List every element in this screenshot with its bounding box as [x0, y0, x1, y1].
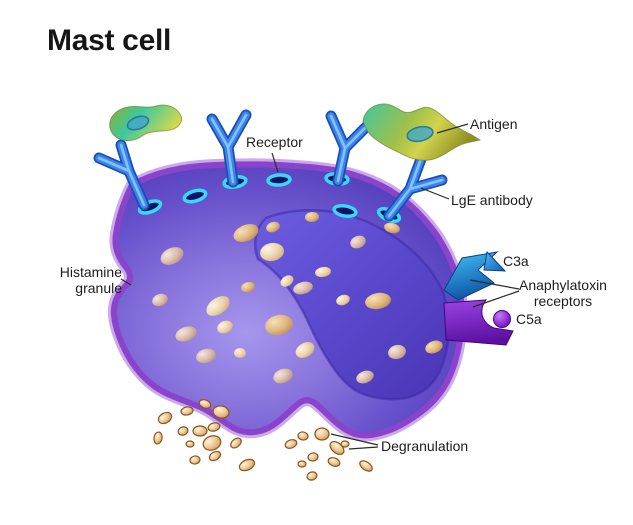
released-granule: [359, 460, 373, 472]
anaphylatoxin-label-line2: receptors: [533, 293, 593, 309]
antigen-free: [109, 104, 183, 142]
released-granule: [314, 427, 330, 441]
antigen-nucleus: [126, 115, 150, 131]
histamine-granule: [196, 348, 216, 364]
membrane-receptor: [266, 173, 292, 187]
antigens-group: [109, 103, 482, 161]
histamine-granule: [241, 281, 255, 293]
histamine-granule: [175, 326, 197, 342]
released-granule: [189, 455, 201, 465]
antigen-bound: [362, 103, 482, 161]
histamine-granule: [217, 320, 233, 334]
antigen-nucleus: [406, 125, 434, 143]
released-granule: [153, 431, 163, 445]
anaphylatoxin-receptors-group: [443, 250, 514, 346]
histamine-granule: [233, 224, 259, 242]
histamine-granule: [273, 368, 293, 384]
ige-antibody: [383, 153, 448, 222]
antigen-leader-line: [436, 123, 469, 134]
released-granule: [297, 431, 309, 441]
histamine-granule: [293, 281, 313, 295]
c5a-label: C5a: [516, 311, 542, 327]
c5a-ligand-icon: [493, 310, 511, 328]
histamine-granule-label-line2: granule: [75, 280, 122, 296]
released-granule: [202, 435, 222, 451]
histamine-granule: [260, 242, 284, 262]
released-granule: [198, 399, 212, 409]
released-granule: [329, 440, 345, 456]
histamine-granule: [305, 211, 319, 223]
membrane-receptor: [182, 188, 208, 204]
histamine-granule: [152, 293, 168, 307]
page-title: Mast cell: [47, 24, 172, 57]
lge-antibody-leader-line: [420, 187, 450, 200]
released-granule: [208, 450, 222, 462]
released-granule: [340, 440, 350, 448]
histamine-granule: [160, 247, 184, 265]
degranulated-granules-group: [153, 399, 373, 481]
histamine-granule: [388, 344, 406, 360]
cell-body: [107, 158, 468, 442]
receptor-label: Receptor: [246, 134, 303, 150]
antigen-label: Antigen: [470, 116, 518, 132]
histamine-granule: [350, 235, 366, 249]
anaphylatoxin-receptors-label: Anaphylatoxin receptors: [517, 277, 609, 309]
lge-antibody-label: LgE antibody: [451, 192, 533, 208]
released-granule: [177, 426, 189, 436]
degranulation-leader-lines: [330, 433, 379, 450]
c5a-receptor: [443, 299, 514, 346]
released-granule: [306, 471, 318, 481]
ige-antibody: [325, 110, 375, 187]
histamine-granule: [425, 340, 443, 354]
c3a-receptor: [443, 251, 499, 301]
released-granule: [180, 406, 194, 416]
c3a-ligand-icon: [483, 250, 507, 272]
histamine-granule: [336, 294, 350, 306]
histamine-granule: [266, 221, 280, 233]
histamine-granule: [280, 275, 294, 287]
c3a-label: C3a: [503, 253, 529, 269]
released-granule: [327, 457, 341, 467]
released-granule: [238, 458, 256, 472]
released-granule: [207, 422, 221, 432]
released-granule: [307, 452, 319, 462]
released-granule: [297, 460, 307, 468]
histamine-granule: [295, 342, 315, 358]
ige-antibody: [206, 109, 252, 188]
ige-antibodies-group: [93, 109, 448, 222]
released-granule: [284, 439, 298, 449]
histamine-granule: [384, 222, 400, 234]
anaphylatoxin-leader-lines: [469, 279, 520, 308]
histamine-granule: [234, 348, 246, 358]
degranulation-label: Degranulation: [381, 438, 469, 454]
histamine-granule-leader-line: [120, 278, 132, 286]
receptor-leader-line: [271, 152, 279, 173]
histamine-granule: [206, 296, 230, 316]
leader-lines-group: [120, 123, 520, 450]
histamine-granule: [265, 314, 293, 336]
released-granule: [212, 405, 230, 419]
released-granule: [185, 440, 195, 448]
released-granule: [230, 437, 242, 449]
membrane-receptor: [332, 203, 358, 219]
released-granule: [192, 425, 208, 437]
histamine-granule: [315, 266, 331, 278]
histamine-granule: [356, 370, 374, 384]
histamine-granule-label: Histamine granule: [38, 264, 122, 296]
histamine-granule: [365, 292, 391, 310]
histamine-granules-group: [152, 211, 443, 384]
ige-antibody: [93, 139, 150, 211]
released-granule: [157, 411, 173, 425]
histamine-granule-label-line1: Histamine: [59, 264, 122, 280]
anaphylatoxin-label-line1: Anaphylatoxin: [519, 277, 607, 293]
